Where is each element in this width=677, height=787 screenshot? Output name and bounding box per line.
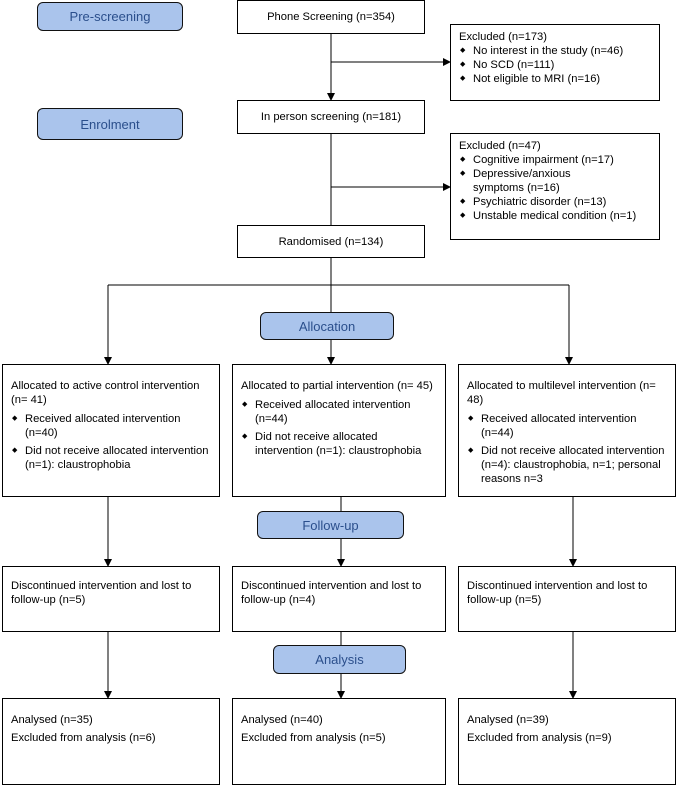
arm-excluded-analysis: Excluded from analysis (n=5) [241,732,386,744]
arm-received: Received allocated intervention (n=40) [11,412,211,440]
arm-analysed: Analysed (n=35) [11,714,93,726]
excluded-reason: Unstable medical condition (n=1) [459,209,651,223]
excluded-enrolment-title: Excluded (n=47) [459,140,541,152]
stage-analysis: Analysis [273,645,406,674]
arm1-allocation-box: Allocated to active control intervention… [2,364,220,497]
arm-not-received: Did not receive allocated intervention (… [11,444,211,472]
excluded-prescreening-box: Excluded (n=173) No interest in the stud… [450,24,660,101]
arm-discontinued: Discontinued intervention and lost to fo… [11,580,192,606]
excluded-enrolment-box: Excluded (n=47) Cognitive impairment (n=… [450,133,660,240]
stage-prescreening: Pre-screening [37,2,183,31]
stage-allocation: Allocation [260,312,394,340]
excluded-prescreening-title: Excluded (n=173) [459,31,548,43]
arm-excluded-analysis: Excluded from analysis (n=9) [467,732,612,744]
excluded-reason: Depressive/anxious symptoms (n=16) [459,167,651,195]
arm3-discontinued-box: Discontinued intervention and lost to fo… [458,566,676,632]
arm2-discontinued-box: Discontinued intervention and lost to fo… [232,566,446,632]
arm-discontinued: Discontinued intervention and lost to fo… [467,580,648,606]
arm2-allocation-box: Allocated to partial intervention (n= 45… [232,364,446,497]
arm-discontinued: Discontinued intervention and lost to fo… [241,580,422,606]
arm-received: Received allocated intervention (n=44) [241,398,437,426]
excluded-reason: Psychiatric disorder (n=13) [459,195,651,209]
arm3-allocation-box: Allocated to multilevel intervention (n=… [458,364,676,497]
arm-not-received: Did not receive allocated intervention (… [467,444,667,486]
randomised-label: Randomised (n=134) [278,235,384,248]
arm-allocated-label: Allocated to multilevel intervention (n=… [467,380,656,406]
stage-followup: Follow-up [257,511,404,539]
in-person-screening-box: In person screening (n=181) [237,100,425,134]
phone-screening-label: Phone Screening (n=354) [267,11,395,23]
phone-screening-box: Phone Screening (n=354) [237,0,425,34]
stage-enrolment: Enrolment [37,108,183,140]
arm1-analysed-box: Analysed (n=35) Excluded from analysis (… [2,698,220,785]
arm-allocated-label: Allocated to partial intervention (n= 45… [241,380,433,392]
excluded-reason: No SCD (n=111) [459,58,651,72]
arm-analysed: Analysed (n=39) [467,714,549,726]
randomised-box: Randomised (n=134) [237,225,425,258]
arm-excluded-analysis: Excluded from analysis (n=6) [11,732,156,744]
excluded-reason: No interest in the study (n=46) [459,44,651,58]
arm1-discontinued-box: Discontinued intervention and lost to fo… [2,566,220,632]
excluded-reason: Cognitive impairment (n=17) [459,153,651,167]
arm-analysed: Analysed (n=40) [241,714,323,726]
arm3-analysed-box: Analysed (n=39) Excluded from analysis (… [458,698,676,785]
excluded-reason: Not eligible to MRI (n=16) [459,72,651,86]
arm-received: Received allocated intervention (n=44) [467,412,667,440]
arm-not-received: Did not receive allocated intervention (… [241,430,437,458]
arm-allocated-label: Allocated to active control intervention… [11,380,200,406]
in-person-screening-label: In person screening (n=181) [260,111,402,123]
arm2-analysed-box: Analysed (n=40) Excluded from analysis (… [232,698,446,785]
